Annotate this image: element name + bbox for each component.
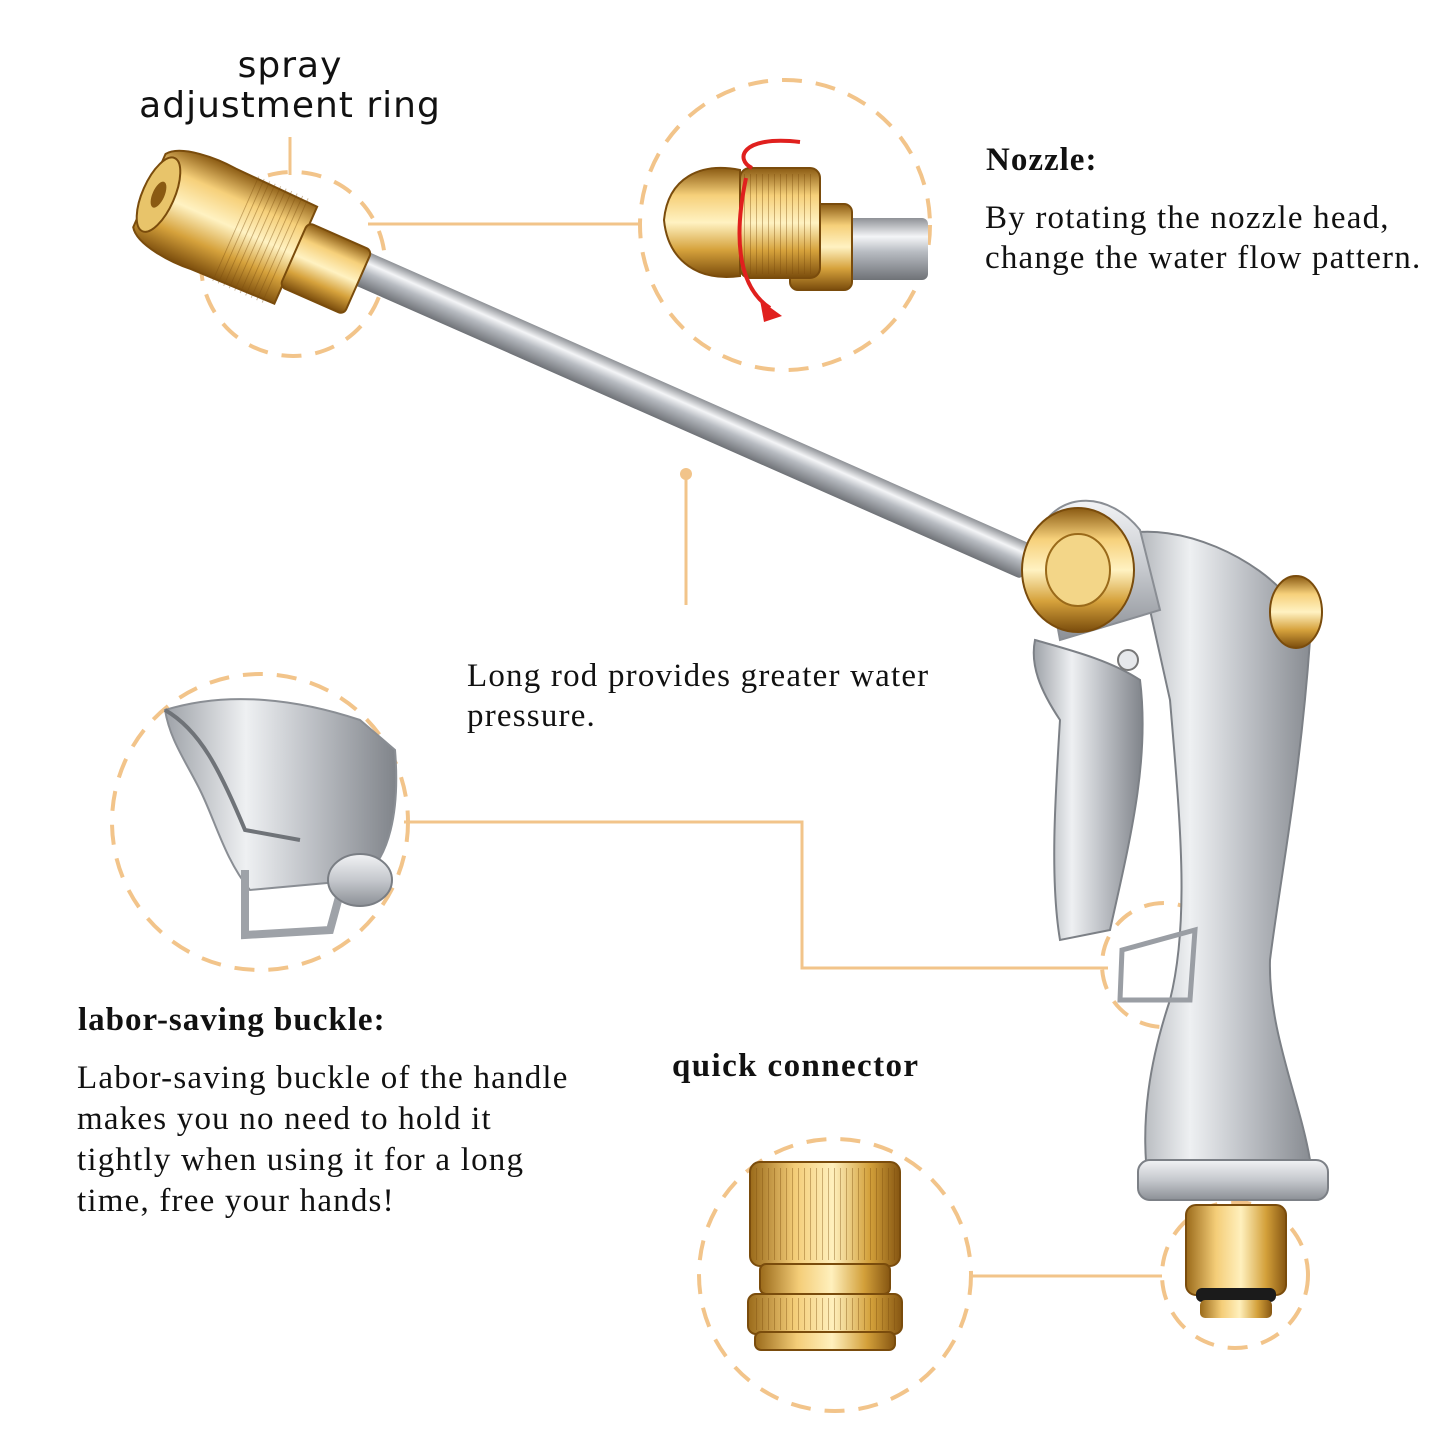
connector-detail-circle <box>697 1137 973 1413</box>
buckle-detail-circle <box>110 672 410 972</box>
rotation-arrow-icon <box>737 138 801 322</box>
spray-label-line1: spray <box>237 45 343 86</box>
buckle-detail-image <box>163 698 398 940</box>
nozzle-title: Nozzle: <box>986 142 1098 178</box>
nozzle-detail-image <box>662 167 928 291</box>
quick-connector-title: quick connector <box>672 1048 920 1084</box>
nozzle-detail-circle <box>638 78 932 372</box>
nozzle-description: By rotating the nozzle head, change the … <box>985 200 1422 276</box>
spray-gun <box>132 149 1329 1318</box>
connector-spot-circle <box>1160 1200 1310 1350</box>
buckle-callout-line <box>404 820 1108 970</box>
connector-detail-image <box>747 1161 903 1351</box>
callout-lines <box>288 137 1162 1278</box>
buckle-description: Labor-saving buckle of the handle makes … <box>77 1060 569 1219</box>
spray-adjustment-ring-label: spray adjustment ring <box>120 46 460 126</box>
rod-description: Long rod provides greater water pressure… <box>467 658 930 734</box>
spray-label-line2: adjustment ring <box>139 85 441 126</box>
buckle-title: labor-saving buckle: <box>78 1002 386 1038</box>
detail-circles <box>110 78 1310 1413</box>
rod-callout-dot <box>680 468 692 480</box>
